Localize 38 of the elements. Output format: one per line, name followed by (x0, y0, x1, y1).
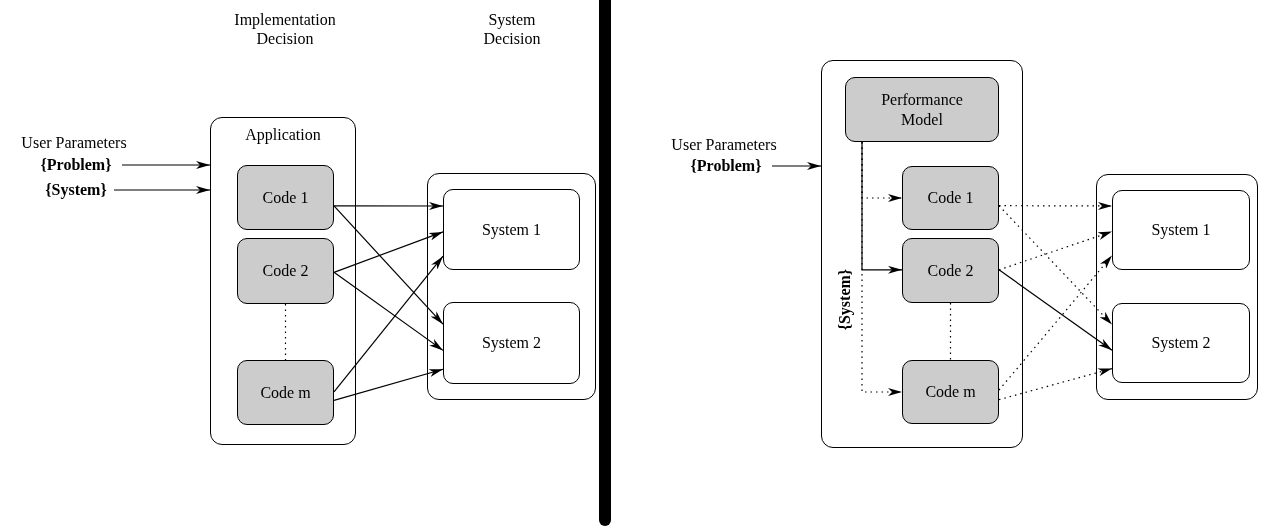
code-box: Code 2 (237, 238, 334, 304)
code-box: Code 2 (902, 238, 999, 303)
container-box (1096, 174, 1258, 400)
column-heading: Implementation Decision (233, 10, 337, 49)
arrow (333, 255, 444, 393)
system-box: System 2 (1112, 303, 1250, 383)
parameter-text: {System} (38, 180, 114, 200)
container-box: Application Code 1 Code 2 Code m (210, 117, 356, 445)
arrow (333, 202, 444, 210)
code-box: Code m (902, 360, 999, 424)
parameter-label: User Parameters (670, 135, 778, 155)
arrow (333, 231, 444, 273)
dotted-arrow (861, 141, 903, 396)
arrow (333, 205, 444, 325)
dotted-arrow (998, 368, 1113, 401)
arrow (861, 141, 903, 274)
arrow (333, 368, 444, 401)
parameter-text: {Problem} (680, 156, 772, 176)
dotted-arrow (998, 255, 1113, 391)
code-box: Code 1 (237, 165, 334, 230)
arrow (121, 161, 211, 169)
parameter-label: User Parameters (20, 133, 128, 153)
arrow (113, 186, 211, 194)
dotted-arrow (998, 205, 1113, 326)
system-box: System 1 (443, 189, 580, 270)
arrow (333, 271, 444, 351)
column-heading: System Decision (482, 10, 542, 49)
system-box: System 1 (1112, 190, 1250, 270)
parameter-text: {Problem} (30, 155, 122, 175)
system-box: System 2 (443, 302, 580, 384)
arrow (998, 269, 1113, 351)
vertical-label: {System} (835, 267, 855, 333)
code-box: Performance Model (845, 77, 999, 142)
arrow (771, 162, 822, 170)
container-box (427, 173, 596, 400)
container-box (821, 60, 1023, 448)
code-box: Code 1 (902, 166, 999, 230)
code-box: Code m (237, 360, 334, 425)
